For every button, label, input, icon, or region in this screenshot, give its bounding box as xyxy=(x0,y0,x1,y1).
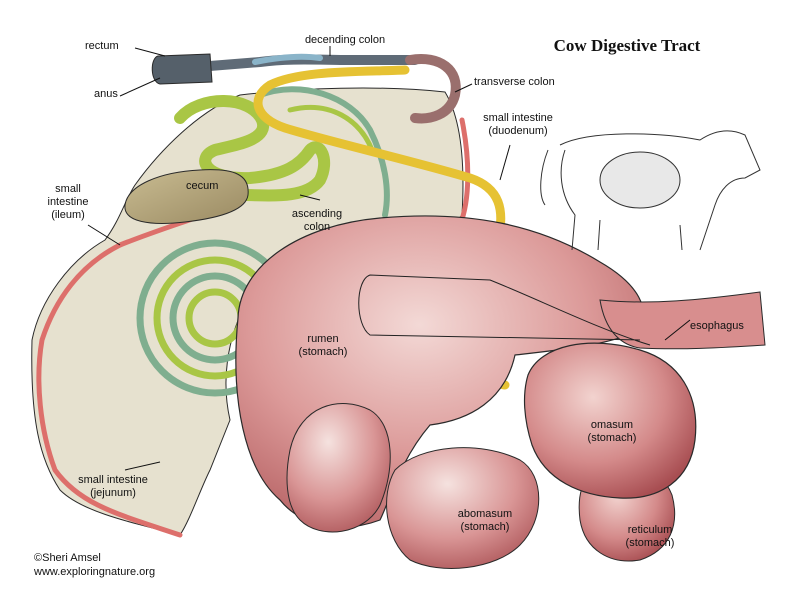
diagram-title: Cow Digestive Tract xyxy=(553,36,701,55)
rumen-flow-path xyxy=(358,274,651,346)
label-jejunum-line2: (jejunum) xyxy=(90,487,136,499)
label-ascending-colon: ascending colon xyxy=(282,208,352,234)
rectum xyxy=(151,53,213,85)
label-anus: anus xyxy=(94,88,118,100)
esophagus xyxy=(599,291,766,350)
leader-lines xyxy=(87,46,691,471)
label-jejunum: small intestine (jejunum) xyxy=(58,474,168,500)
label-cecum: cecum xyxy=(186,180,219,192)
label-rumen-line1: rumen xyxy=(307,333,339,345)
label-reticulum-line2: (stomach) xyxy=(625,537,675,549)
label-ascending-line2: colon xyxy=(303,221,331,233)
label-abomasum-line2: (stomach) xyxy=(460,521,510,533)
label-omasum: omasum (stomach) xyxy=(572,419,652,445)
omasum xyxy=(523,342,697,499)
label-omasum-line1: omasum xyxy=(590,419,634,431)
label-duodenum-line2: (duodenum) xyxy=(488,125,548,137)
label-ileum-line1: small xyxy=(55,183,81,195)
label-ileum: small intestine (ileum) xyxy=(38,183,98,222)
label-omasum-line2: (stomach) xyxy=(587,432,637,444)
label-transverse-colon: transverse colon xyxy=(474,76,555,88)
cow-inset-illustration xyxy=(540,130,761,251)
label-jejunum-line1: small intestine xyxy=(78,474,148,486)
label-descending-colon: decending colon xyxy=(304,34,386,46)
label-ascending-line1: ascending xyxy=(291,208,343,220)
ascending-colon xyxy=(257,86,390,218)
credit-author: ©Sheri Amsel xyxy=(34,552,101,564)
label-duodenum-line1: small intestine xyxy=(483,112,553,124)
label-abomasum-line1: abomasum xyxy=(457,508,513,520)
label-rectum: rectum xyxy=(85,40,119,52)
label-reticulum-line1: reticulum xyxy=(627,524,673,536)
descending-colon xyxy=(151,53,420,85)
transverse-colon xyxy=(405,54,461,124)
label-reticulum: reticulum (stomach) xyxy=(610,524,690,550)
abomasum xyxy=(386,447,540,569)
label-ileum-line3: (ileum) xyxy=(51,209,85,221)
label-rumen-line2: (stomach) xyxy=(298,346,348,358)
label-rumen: rumen (stomach) xyxy=(283,333,363,359)
rumen-lower-lobe xyxy=(286,403,391,533)
label-abomasum: abomasum (stomach) xyxy=(445,508,525,534)
label-duodenum: small intestine (duodenum) xyxy=(468,112,568,138)
label-ileum-line2: intestine xyxy=(47,196,89,208)
cecum xyxy=(124,169,249,224)
credit-website[interactable]: www.exploringnature.org xyxy=(34,566,156,578)
label-esophagus: esophagus xyxy=(690,320,744,332)
